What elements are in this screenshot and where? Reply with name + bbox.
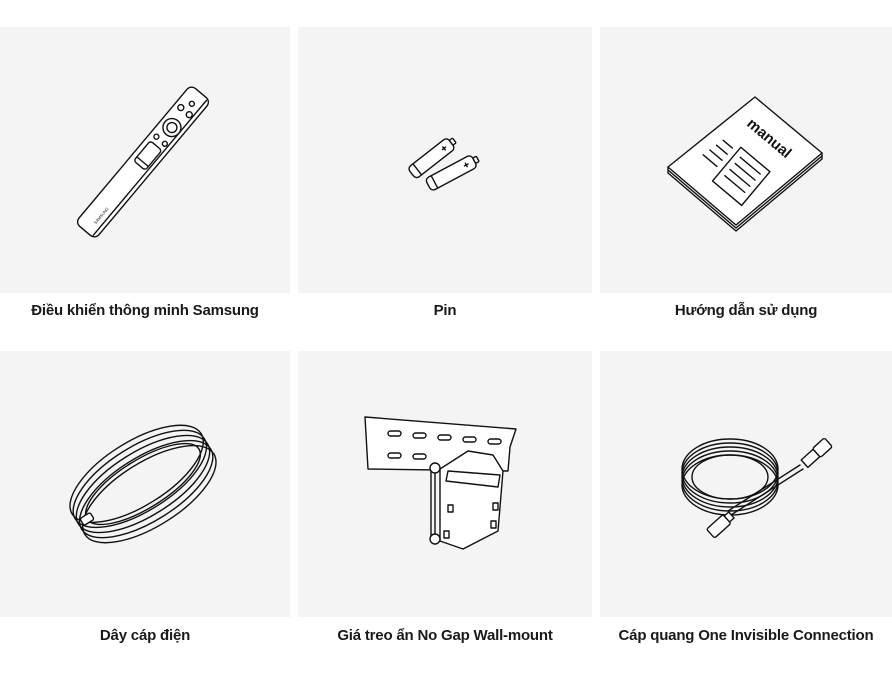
item-tile-wall-mount xyxy=(298,351,592,617)
item-tile-remote: SAMSUNG xyxy=(0,27,290,293)
item-tile-power-cable xyxy=(0,351,290,617)
battery-icon xyxy=(408,137,480,191)
remote-control-icon: SAMSUNG xyxy=(76,86,210,238)
item-caption-power-cable: Dây cáp điện xyxy=(99,627,191,644)
power-cable-icon xyxy=(69,424,217,544)
wall-mount-icon xyxy=(364,416,517,550)
item-caption-manual: Hướng dẫn sử dụng xyxy=(674,302,818,319)
item-caption-battery: Pin xyxy=(433,302,457,319)
manual-book-icon: manual xyxy=(667,96,823,232)
item-tile-battery xyxy=(298,27,592,293)
item-caption-remote: Điều khiển thông minh Samsung xyxy=(31,302,259,319)
optical-cable-icon xyxy=(681,437,833,539)
item-tile-manual: manual xyxy=(600,27,892,293)
item-tile-optical-cable xyxy=(600,351,892,617)
item-caption-wall-mount: Giá treo ẩn No Gap Wall-mount xyxy=(337,627,553,644)
item-caption-optical-cable: Cáp quang One Invisible Connection xyxy=(618,627,874,644)
